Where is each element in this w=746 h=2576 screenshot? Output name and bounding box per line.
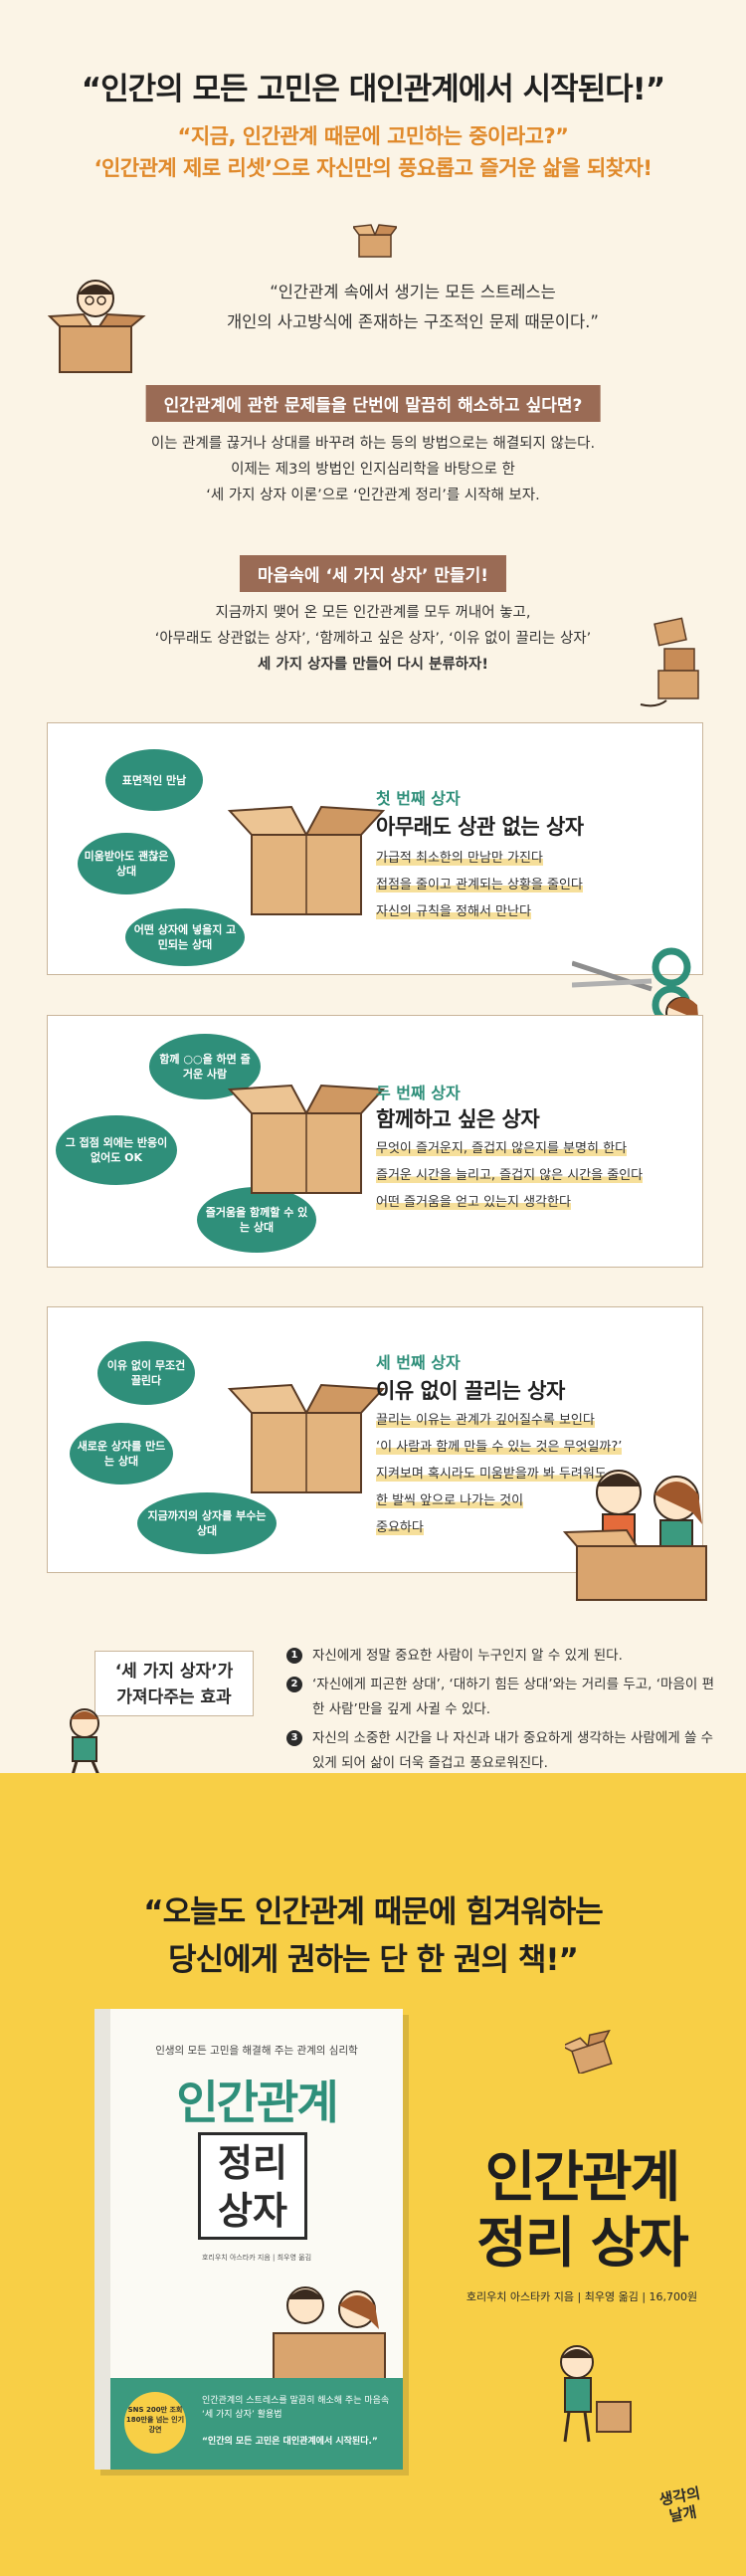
bubble: 어떤 상자에 넣을지 고민되는 상대 — [125, 908, 245, 966]
box-card-3: 이유 없이 무조건 끌린다 새로운 상자를 만드는 상대 지금까지의 상자를 부… — [47, 1306, 703, 1573]
desc-line: 접점을 줄이고 관계되는 상황을 줄인다 — [376, 878, 583, 892]
effect-item: 1 자신에게 정말 중요한 사람이 누구인지 알 수 있게 된다. — [286, 1644, 724, 1669]
desc-line: 중요하다 — [376, 1520, 424, 1535]
book-band-text: 인간관계의 스트레스를 말끔히 해소해 주는 마음속 ‘세 가지 상자’ 활용법 — [202, 2396, 390, 2420]
section2-line: ‘아무래도 상관없는 상자’, ‘함께하고 싶은 상자’, ‘이유 없이 끌리는… — [154, 631, 592, 647]
desc-line: 지켜보며 혹시라도 미움받을까 봐 두려워도 — [376, 1467, 607, 1482]
box-description: 가급적 최소한의 만남만 가진다 접점을 줄이고 관계되는 상황을 줄인다 자신… — [376, 845, 583, 925]
quote-line-2: 개인의 사고방식에 존재하는 구조적인 문제 때문이다.” — [227, 312, 599, 331]
number-badge: 2 — [286, 1677, 302, 1692]
effect-text: 자신에게 정말 중요한 사람이 누구인지 알 수 있게 된다. — [312, 1648, 623, 1664]
section1-line: ‘세 가지 상자 이론’으로 ‘인간관계 정리’를 시작해 보자. — [206, 488, 540, 503]
book-author: 호리우치 아스타카 지음 | 최우영 옮김 — [201, 2254, 312, 2262]
book-tag-line: 정리 — [218, 2141, 287, 2185]
desc-line: ‘이 사람과 함께 만들 수 있는 것은 무엇일까?’ — [376, 1440, 623, 1455]
section2-bold-line: 세 가지 상자를 만들어 다시 분류하자! — [258, 657, 488, 673]
effect-label-line: 가져다주는 효과 — [116, 1687, 232, 1707]
effect-item: 2 ‘자신에게 피곤한 상대’, ‘대하기 힘든 상대’와는 거리를 두고, ‘… — [286, 1673, 724, 1722]
section2-line: 지금까지 맺어 온 모든 인간관계를 모두 꺼내어 놓고, — [215, 605, 531, 621]
bubble: 지금까지의 상자를 부수는 상대 — [137, 1492, 277, 1554]
book-band-quote: “인간의 모든 고민은 대인관계에서 시작된다.” — [202, 2437, 378, 2447]
bubble: 표면적인 만남 — [105, 749, 203, 811]
desc-line: 가급적 최소한의 만남만 가진다 — [376, 851, 543, 866]
small-box-icon — [353, 224, 397, 258]
section1-line: 이는 관계를 끊거나 상대를 바꾸려 하는 등의 방법으로는 해결되지 않는다. — [150, 436, 596, 452]
bubble: 이유 없이 무조건 끌린다 — [97, 1341, 195, 1405]
section2-paragraph: 지금까지 맺어 온 모든 인간관계를 모두 꺼내어 놓고, ‘아무래도 상관없는… — [0, 600, 746, 678]
number-badge: 1 — [286, 1648, 302, 1664]
box-title: 첫 번째 상자 — [376, 789, 461, 808]
effect-text: 자신의 소중한 시간을 나 자신과 내가 중요하게 생각하는 사람에게 쓸 수 … — [312, 1730, 714, 1771]
desc-line: 어떤 즐거움을 얻고 있는지 생각한다 — [376, 1195, 571, 1210]
open-box-icon — [227, 805, 386, 915]
person-with-box-illustration — [560, 2345, 632, 2443]
desc-line: 끌리는 이유는 관계가 깊어질수록 보인다 — [376, 1413, 595, 1428]
bubble: 미움받아도 괜찮은 상대 — [78, 833, 175, 894]
big-title-line: 정리 상자 — [476, 2211, 689, 2275]
quote: “인간관계 속에서 생기는 모든 스트레스는 개인의 사고방식에 존재하는 구조… — [204, 278, 622, 337]
main-headline: “인간의 모든 고민은 대인관계에서 시작된다!” — [81, 72, 665, 107]
stacked-boxes-illustration — [640, 617, 699, 707]
box-description: 끌리는 이유는 관계가 깊어질수록 보인다 ‘이 사람과 함께 만들 수 있는 … — [376, 1407, 623, 1541]
quote-line-1: “인간관계 속에서 생기는 모든 스트레스는 — [270, 283, 556, 301]
desc-line: 한 발씩 앞으로 나가는 것이 — [376, 1493, 524, 1508]
desc-line: 무엇이 즐거운지, 즐겁지 않은지를 분명히 한다 — [376, 1141, 628, 1156]
subheadline-1: “지금, 인간관계 때문에 고민하는 중이라고?” — [177, 124, 569, 148]
box-title: 세 번째 상자 — [376, 1353, 461, 1372]
book-cover-illustration — [273, 2286, 386, 2379]
box-card-2: 함께 ○○을 하면 즐거운 사람 그 접점 외에는 반응이 없어도 OK 즐거움… — [47, 1015, 703, 1268]
effect-label-line: ‘세 가지 상자’가 — [114, 1662, 234, 1682]
book-tagline: 인생의 모든 고민을 해결해 주는 관계의 심리학 — [155, 2045, 358, 2057]
bubble: 새로운 상자를 만드는 상대 — [70, 1423, 173, 1485]
book-title-top: 인간관계 — [176, 2076, 338, 2129]
box-description: 무엇이 즐거운지, 즐겁지 않은지를 분명히 한다 즐거운 시간을 늘리고, 즐… — [376, 1135, 644, 1216]
effect-item: 3 자신의 소중한 시간을 나 자신과 내가 중요하게 생각하는 사람에게 쓸 … — [286, 1726, 724, 1776]
book-cover: 인생의 모든 고민을 해결해 주는 관계의 심리학 인간관계 정리 상자 호리우… — [94, 2009, 403, 2470]
section1-banner: 인간관계에 관한 문제들을 단번에 말끔히 해소하고 싶다면? — [145, 385, 601, 422]
book-band: SNS 200만 조회 180만을 넘는 인기 강연 인간관계의 스트레스를 말… — [110, 2378, 403, 2470]
box-title: 두 번째 상자 — [376, 1084, 461, 1102]
effect-text: ‘자신에게 피곤한 상대’, ‘대하기 힘든 상대’와는 거리를 두고, ‘마음… — [312, 1677, 714, 1717]
effect-label-box: ‘세 가지 상자’가 가져다주는 효과 — [94, 1651, 254, 1716]
bubble: 즐거움을 함께할 수 있는 상대 — [197, 1187, 316, 1253]
two-people-illustration — [562, 1470, 707, 1601]
section2-banner: 마음속에 ‘세 가지 상자’ 만들기! — [239, 555, 507, 592]
bubble: 함께 ○○을 하면 즐거운 사람 — [149, 1034, 261, 1099]
book-info: 호리우치 아스타카 지음 | 최우영 옮김 | 16,700원 — [466, 2290, 698, 2303]
kid-illustration — [70, 1708, 100, 1776]
promo-quote-line-2: 당신에게 권하는 단 한 권의 책!” — [168, 1942, 579, 1978]
bubble: 그 접점 외에는 반응이 없어도 OK — [56, 1115, 177, 1185]
desc-line: 자신의 규칙을 정해서 만난다 — [376, 904, 531, 919]
subheadline-2: ‘인간관계 제로 리셋’으로 자신만의 풍요롭고 즐거운 삶을 되찾자! — [93, 156, 653, 180]
book-title-tag: 정리 상자 — [198, 2132, 307, 2240]
section1-line: 이제는 제3의 방법인 인지심리학을 바탕으로 한 — [231, 462, 515, 478]
box-name: 함께하고 싶은 상자 — [376, 1107, 540, 1131]
flying-box-icon — [565, 2030, 613, 2074]
big-title-line: 인간관계 — [484, 2145, 680, 2209]
box-name: 이유 없이 끌리는 상자 — [376, 1379, 565, 1403]
promo-quote-line-1: “오늘도 인간관계 때문에 힘겨워하는 — [143, 1894, 604, 1930]
open-box-icon — [227, 1084, 386, 1194]
person-in-box-illustration — [48, 280, 146, 373]
section1-paragraph: 이는 관계를 끊거나 상대를 바꾸려 하는 등의 방법으로는 해결되지 않는다.… — [0, 431, 746, 508]
number-badge: 3 — [286, 1730, 302, 1746]
book-big-title: 인간관계 정리 상자 — [438, 2144, 726, 2276]
book-tag-line: 상자 — [218, 2189, 287, 2233]
desc-line: 즐거운 시간을 늘리고, 즐겁지 않은 시간을 줄인다 — [376, 1168, 644, 1183]
open-box-icon — [227, 1383, 386, 1493]
book-badge: SNS 200만 조회 180만을 넘는 인기 강연 — [124, 2392, 186, 2454]
box-card-1: 표면적인 만남 미움받아도 괜찮은 상대 어떤 상자에 넣을지 고민되는 상대 … — [47, 722, 703, 975]
box-name: 아무래도 상관 없는 상자 — [376, 815, 584, 839]
effect-list: 1 자신에게 정말 중요한 사람이 누구인지 알 수 있게 된다. 2 ‘자신에… — [286, 1644, 724, 1780]
